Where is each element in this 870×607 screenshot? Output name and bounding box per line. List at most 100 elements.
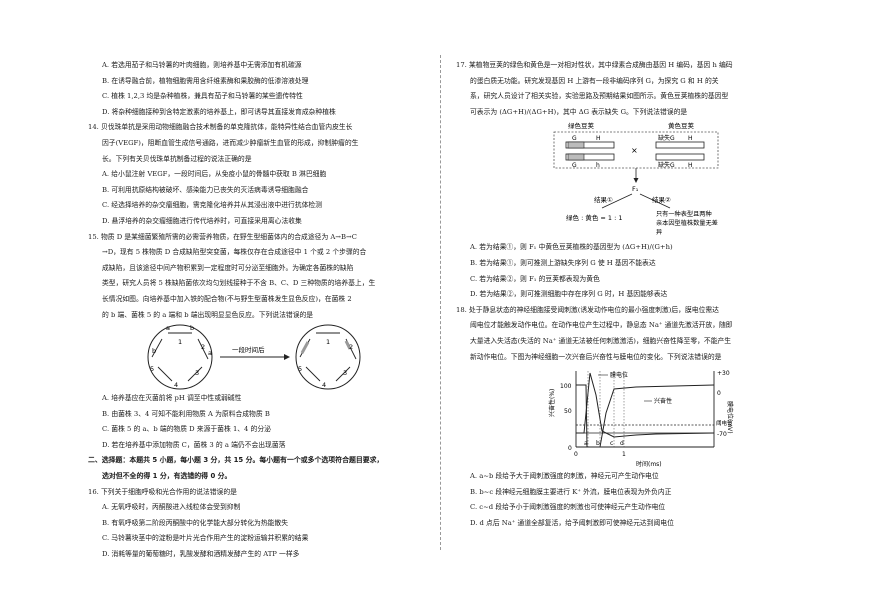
result-note-line: 异 xyxy=(656,229,662,236)
q18-stem-line: 大量进入失活态(失活的 Na⁺ 通道无法被任何刺激激活)，细胞兴奋性降至零，不能… xyxy=(470,336,732,345)
q15-stem-line: 类型，研究人员将 5 株缺陷菌依次均匀划线接种于不含 B、C、D 三种物质的培养… xyxy=(102,279,376,288)
x-tick-0: 0 xyxy=(574,451,578,458)
tick-minus70: -70 xyxy=(717,431,727,438)
q16-option-a: A. 无氧呼吸时，丙酮酸进入线粒体会受到抑制 xyxy=(102,503,241,512)
right-column: 17. 某植物豆荚的绿色和黄色是一对相对性状，其中绿素合成酶由基因 H 编码，基… xyxy=(456,58,801,532)
q18-option-d: D. d 点后 Na⁺ 通道全部复活，给予阈刺激即可使神经元达到阈电位 xyxy=(470,518,674,527)
strain-4-label: 4 xyxy=(174,381,178,389)
q13-option-d: D. 将杂种细胞接种到含特定激素的培养基上，即可诱导其直接发育成杂种植株 xyxy=(102,107,336,116)
q17-stem-line: 的蛋白质无功能。研究发现基因 H 上游有一段非编码序列 G，为探究 G 和 H … xyxy=(470,76,719,85)
q15-stem-line: 长情况如图。向培养基中加入铁的配合物(不与野生型菌株发生显色反应)，在菌株 2 xyxy=(102,294,352,303)
f1-label: F₁ xyxy=(632,185,639,193)
gene-label-h: H xyxy=(688,162,693,169)
strain-2-label: 2 xyxy=(201,343,205,351)
q15-stem-line: 15. 物质 D 是某细菌繁殖所需的必需营养物质，在野生型细菌体内的合成途径为 … xyxy=(88,232,357,241)
q17-stem-line: 17. 某植物豆荚的绿色和黄色是一对相对性状，其中绿素合成酶由基因 H 编码，基… xyxy=(456,61,733,69)
gene-label-h: H xyxy=(596,135,601,142)
result-1-label: 结果① xyxy=(594,195,613,204)
q18-stem-line: 阈电位才能触发动作电位。在动作电位产生过程中，静息态 Na⁺ 通道先激活开放，随… xyxy=(470,321,733,330)
left-column: A. 若选用茄子和马铃薯的叶肉细胞，则培养基中无需添加有机碳源 B. 在诱导融合… xyxy=(88,58,428,563)
ratio-label: 绿色 : 黄色 = 1 : 1 xyxy=(566,213,623,222)
q14-option-a: A. 给小鼠注射 VEGF，一段时间后，从免疫小鼠的骨髓中获取 B 淋巴细胞 xyxy=(102,170,327,179)
tick-plus30: +30 xyxy=(717,370,730,377)
q18-stem-line: 18. 处于静息状态的神经细胞接受阈刺激(诱发动作电位的最小强度刺激)后，膜电位… xyxy=(456,305,719,314)
strain-2-label: 2 xyxy=(349,343,353,351)
threshold-label: 阈电位 xyxy=(716,419,733,427)
gene-label-g: G xyxy=(572,162,577,169)
arrow-label: 一段时间后 xyxy=(232,345,265,354)
point-d: d xyxy=(620,440,624,447)
q13-option-c: C. 植株 1,2,3 均是杂种植株，兼具有茄子和马铃薯的某些遗传特性 xyxy=(102,92,303,101)
q14-stem-line: 因子(VEGF)，阻断血管生成信号通路，进而减少肿瘤新生血管的形成，抑制肿瘤的生 xyxy=(102,138,359,147)
q13-option-b: B. 在诱导融合前，植物细胞需用含纤维素酶和果胶酶的低渗溶液处理 xyxy=(102,76,309,85)
left-axis-label: 兴奋性(%) xyxy=(548,389,556,417)
petri-dish-after: 1 2 3 4 5 xyxy=(295,324,361,390)
right-axis-label: 膜电位(mV) xyxy=(726,401,734,434)
strain-1-label: 1 xyxy=(178,338,182,346)
tick-50: 50 xyxy=(564,408,572,415)
section-2-heading: 二、选择题：本题共 5 小题，每小题 3 分，共 15 分。每小题有一个或多个选… xyxy=(88,456,384,465)
q17-option-d: D. 若为结果②，则可推测细胞中存在序列 G 时，H 基因能够表达 xyxy=(470,290,668,299)
q17-cross-figure: 绿色豆荚 黄色豆荚 G H G h × 缺失G H 缺失G H F₁ 结果① 结… xyxy=(553,121,719,236)
green-chromosomes: G H G h xyxy=(565,135,615,169)
q15-stem-line: 成缺陷，且该途径中间产物积累到一定程度时可分泌至细胞外。为确定各菌株的缺陷 xyxy=(102,263,354,272)
tick-0-mv: 0 xyxy=(717,390,721,397)
gene-label-h: H xyxy=(688,135,693,142)
q18-option-b: B. b~c 段神经元细胞膜主要进行 K⁺ 外流，膜电位表现为外负内正 xyxy=(470,487,672,496)
legend-excitability: 兴奋性 xyxy=(654,397,672,405)
q15-option-d: D. 若在培养基中添加物质 C，菌株 3 的 a 端仍不会出现菌落 xyxy=(102,440,286,449)
end-label-a: a xyxy=(166,324,170,332)
q18-option-a: A. a~b 段给予大于阈刺激强度的刺激，神经元可产生动作电位 xyxy=(470,472,659,481)
q17-option-a: A. 若为结果①，则 F₁ 中黄色豆荚植株的基因型为 (ΔG+H)/(G+h) xyxy=(470,243,673,252)
gene-label-h-lower: h xyxy=(596,162,600,169)
q15-option-b: B. 由菌株 3、4 可知不能利用物质 A 为原料合成物质 B xyxy=(102,409,270,418)
point-b: b xyxy=(596,440,600,447)
strain-5-label: 5 xyxy=(298,365,302,373)
q17-option-c: C. 若为结果②，则 F₁ 的豆荚都表现为黄色 xyxy=(470,274,600,283)
q16-option-b: B. 有氧呼吸第二阶段丙酮酸中的化学能大部分转化为热能散失 xyxy=(102,518,289,527)
q17-stem-line: 可表示为 (ΔG+H)/(ΔG+H)，其中 ΔG 表示缺失 G。下列说法错误的是 xyxy=(470,107,688,116)
result-note-line: 亲本因型植株数量无差 xyxy=(656,219,718,227)
q15-stem-line: 的 b 端、菌株 5 的 a 端和 b 端出现明显显色反应。下列说法错误的是 xyxy=(102,310,314,319)
end-label-b: b xyxy=(152,347,156,355)
result-2-label: 结果② xyxy=(652,195,671,204)
q15-option-c: C. 菌株 5 的 a、b 端的物质 D 来源于菌株 1、4 的分泌 xyxy=(102,425,271,434)
end-label-a: a xyxy=(208,349,212,357)
q17-stem-line: 系，研究人员设计了相关实验，实验思路及预期结果如图所示。黄色豆荚植株的基因型 xyxy=(470,92,729,101)
time-arrow: 一段时间后 xyxy=(220,345,290,361)
x-axis-label: 时间(ms) xyxy=(636,460,662,468)
petri-dish-before: 1 2 3 4 5 a b a b xyxy=(147,324,213,390)
q18-excitability-graph: 兴奋性(%) 膜电位(mV) 100 50 0 +30 0 -70 阈电位 膜电… xyxy=(548,370,734,468)
q13-option-a: A. 若选用茄子和马铃薯的叶肉细胞，则培养基中无需添加有机碳源 xyxy=(102,61,302,69)
cross-symbol: × xyxy=(631,146,638,155)
strain-4-label: 4 xyxy=(322,381,326,389)
tick-0: 0 xyxy=(568,445,572,452)
q14-stem-line: 14. 贝伐珠单抗是采用动物细胞融合技术制备的单克隆抗体，能特异性结合血管内皮生… xyxy=(88,123,353,132)
column-divider xyxy=(440,55,441,550)
end-label-b: b xyxy=(190,324,194,332)
tick-100: 100 xyxy=(560,383,572,390)
q14-option-b: B. 可利用抗原结构被破坏、感染能力已丧失的灭活病毒诱导细胞融合 xyxy=(102,185,309,194)
q16-option-d: D. 消耗等量的葡萄糖时，乳酸发酵和酒精发酵产生的 ATP 一样多 xyxy=(102,550,300,559)
q14-option-c: C. 经选择培养的杂交瘤细胞，需克隆化培养并从其浸出液中进行抗体检测 xyxy=(102,201,322,210)
q16-stem: 16. 下列关于细胞呼吸和光合作用的说法错误的是 xyxy=(88,487,237,496)
strain-1-label: 1 xyxy=(326,338,330,346)
membrane-potential-curve xyxy=(576,372,715,438)
q15-petri-figure: 1 2 3 4 5 a b a b 一段时间后 1 2 3 4 xyxy=(147,324,361,390)
gene-label-g: G xyxy=(572,135,577,142)
q14-stem-line: 长。下列有关贝伐珠单抗制备过程的说法正确的是 xyxy=(102,154,252,163)
point-c: c xyxy=(610,440,613,447)
q18-option-c: C. c~d 段给予小于阈刺激强度的刺激也可使神经元产生动作电位 xyxy=(470,503,666,512)
strain-5-label: 5 xyxy=(150,365,154,373)
result-note-line: 只有一种表型且两种 xyxy=(656,210,712,218)
point-a: a xyxy=(584,440,588,447)
section-2-heading: 选对但不全的得 1 分，有选错的得 0 分。 xyxy=(102,472,232,481)
q15-stem-line: →D，现有 5 株物质 D 合成缺陷型突变菌，每株仅存在合成途径中 1 个或 2… xyxy=(102,248,367,257)
q14-option-d: D. 悬浮培养的杂交瘤细胞进行传代培养时，可直接采用离心法收集 xyxy=(102,216,302,225)
q16-option-c: C. 马铃薯块茎中的淀粉是叶片光合作用产生的淀粉运输并积累的结果 xyxy=(102,534,309,543)
yellow-chromosomes: 缺失G H 缺失G H xyxy=(655,134,705,169)
gene-label-delta-g: 缺失G xyxy=(658,161,675,169)
yellow-pod-title: 黄色豆荚 xyxy=(668,121,695,130)
q18-stem-line: 新动作电位。下图为神经细胞一次兴奋后兴奋性与膜电位的变化。下列说法错误的是 xyxy=(470,352,722,361)
green-pod-title: 绿色豆荚 xyxy=(568,121,595,130)
